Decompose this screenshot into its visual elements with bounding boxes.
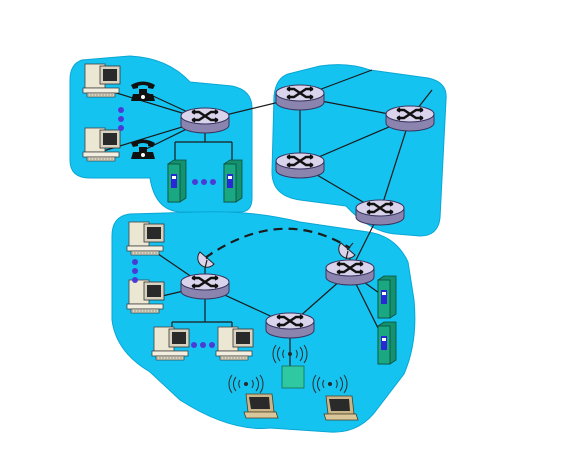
router-icon <box>384 104 436 133</box>
satellite-link <box>204 227 351 259</box>
server-icon <box>377 275 397 319</box>
desktop-computer-icon <box>126 279 165 314</box>
link <box>379 117 411 213</box>
router-icon <box>179 106 231 135</box>
server-icon <box>377 321 397 365</box>
router-icon <box>324 258 376 287</box>
router-icon <box>274 83 326 112</box>
router-icon <box>179 272 231 301</box>
router-icon <box>274 151 326 180</box>
ellipsis-dots <box>118 107 216 348</box>
desktop-computer-icon <box>82 127 121 162</box>
server-icon <box>167 159 187 203</box>
router-icon <box>264 311 316 340</box>
desktop-computer-icon <box>82 63 121 98</box>
router-icon <box>354 198 406 227</box>
desktop-computer-icon <box>215 326 254 361</box>
satellite-dish-icon <box>338 242 356 260</box>
server-icon <box>223 159 243 203</box>
satellite-dish-icon <box>197 251 215 269</box>
desktop-computer-icon <box>126 221 165 256</box>
desktop-computer-icon <box>151 326 190 361</box>
access-point-icon <box>281 365 305 389</box>
